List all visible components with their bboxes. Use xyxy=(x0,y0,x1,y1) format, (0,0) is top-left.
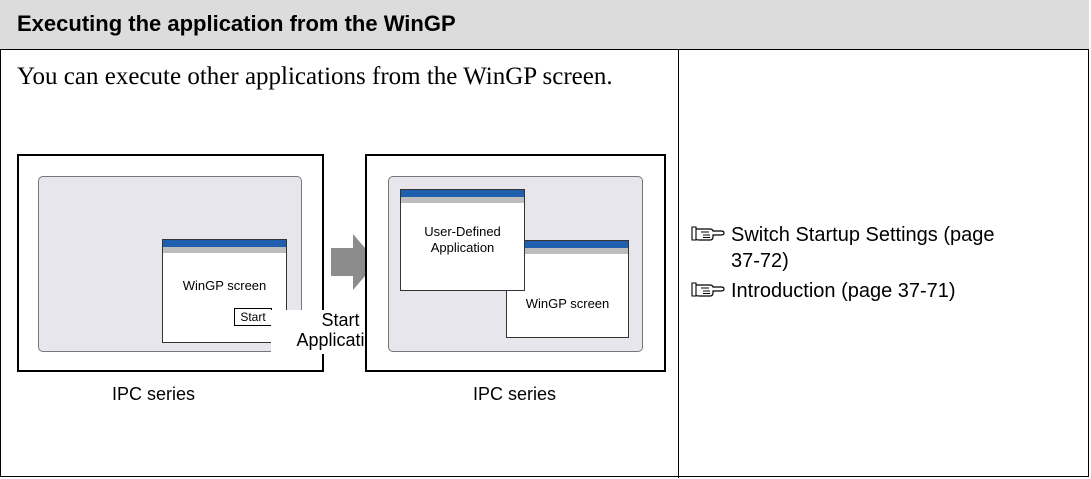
right-arrow-icon xyxy=(331,234,377,290)
link-switch-startup-line2[interactable]: 37-72) xyxy=(731,250,789,272)
user-app-label: User-Defined Application xyxy=(401,224,524,256)
link-introduction[interactable]: Introduction (page 37-71) xyxy=(691,278,1071,304)
wingp-window-right-label: WinGP screen xyxy=(525,296,610,311)
caption-right: IPC series xyxy=(473,384,557,404)
arrow-label-line2: Application xyxy=(296,330,385,350)
ipc-right-screen: WinGP screen User-Defined Application xyxy=(388,176,643,352)
section-header: Executing the application from the WinGP xyxy=(0,0,1089,50)
column-divider xyxy=(678,50,679,478)
link-switch-startup-line1[interactable]: Switch Startup Settings (page xyxy=(731,224,995,246)
ipc-right: WinGP screen User-Defined Application xyxy=(365,154,666,372)
user-app-label-line1: User-Defined xyxy=(424,224,501,239)
window-titlebar xyxy=(163,240,286,247)
window-menubar xyxy=(401,197,524,203)
link-introduction-text[interactable]: Introduction (page 37-71) xyxy=(731,280,956,302)
pointing-hand-icon xyxy=(691,226,725,241)
window-titlebar xyxy=(507,241,628,248)
wingp-window-label: WinGP screen xyxy=(182,278,267,293)
ipc-left-screen: WinGP screen Start xyxy=(38,176,302,352)
window-menubar xyxy=(163,247,286,253)
section-title: Executing the application from the WinGP xyxy=(17,11,456,36)
reference-links: Switch Startup Settings (page 37-72) Int… xyxy=(691,222,1071,308)
wingp-window-right: WinGP screen xyxy=(506,240,629,338)
user-app-label-line2: Application xyxy=(430,240,495,255)
caption-left: IPC series xyxy=(112,384,196,404)
window-menubar xyxy=(507,248,628,254)
intro-text: You can execute other applications from … xyxy=(17,63,613,90)
wingp-window-left: WinGP screen Start xyxy=(162,239,287,343)
pointing-hand-icon xyxy=(691,282,725,297)
start-button[interactable]: Start xyxy=(234,308,272,326)
link-switch-startup-settings[interactable]: Switch Startup Settings (page 37-72) xyxy=(691,222,1071,274)
user-defined-app-window: User-Defined Application xyxy=(400,189,525,291)
arrow-label-line1: Start xyxy=(321,310,360,330)
window-titlebar xyxy=(401,190,524,197)
